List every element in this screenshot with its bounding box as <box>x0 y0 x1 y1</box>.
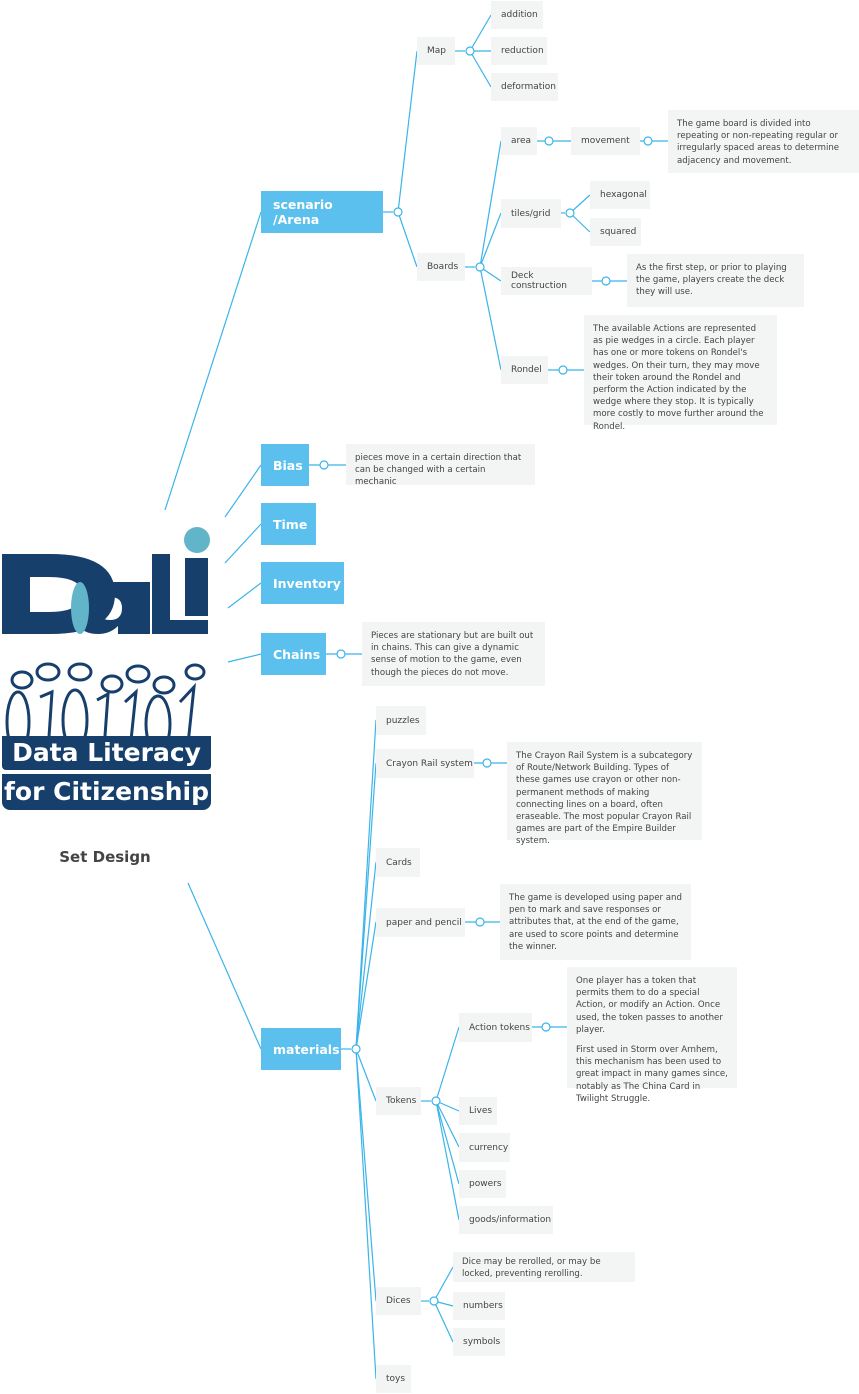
topic-materials[interactable]: materials <box>261 1028 341 1070</box>
node-currency[interactable]: currency <box>459 1133 510 1162</box>
node-symbols[interactable]: symbols <box>453 1328 505 1356</box>
node-squared[interactable]: squared <box>590 218 641 246</box>
dali-logo-mark <box>2 527 210 754</box>
note-action-tokens: One player has a token that permits them… <box>567 967 737 1104</box>
node-numbers[interactable]: numbers <box>453 1292 505 1320</box>
topic-chains[interactable]: Chains <box>261 633 326 675</box>
dali-logo: Data Literacy for Citizenship <box>0 522 215 872</box>
note-chains: Pieces are stationary but are built out … <box>362 622 545 686</box>
note-dices: Dice may be rerolled, or may be locked, … <box>453 1252 635 1282</box>
note-paper-pencil: The game is developed using paper and pe… <box>500 884 691 960</box>
node-tokens[interactable]: Tokens <box>376 1087 421 1115</box>
node-map[interactable]: Map <box>417 37 455 65</box>
node-lives[interactable]: Lives <box>459 1097 497 1125</box>
logo-line-2: for Citizenship <box>2 774 211 810</box>
node-deck-construction[interactable]: Deck construction <box>501 267 592 295</box>
node-boards[interactable]: Boards <box>417 253 465 281</box>
node-puzzles[interactable]: puzzles <box>376 706 426 735</box>
note-bias: pieces move in a certain direction that … <box>346 444 535 487</box>
node-goods-information[interactable]: goods/information <box>459 1206 553 1234</box>
node-reduction[interactable]: reduction <box>491 37 547 65</box>
node-toys[interactable]: toys <box>376 1365 411 1393</box>
topic-scenario-arena[interactable]: scenario /Arena <box>261 191 383 233</box>
branch-nodes <box>319 46 653 1306</box>
note-rondel: The available Actions are represented as… <box>584 315 777 432</box>
note-action-tokens-p1: One player has a token that permits them… <box>576 976 723 1035</box>
node-area[interactable]: area <box>501 127 537 155</box>
node-movement[interactable]: movement <box>571 127 640 155</box>
node-hexagonal[interactable]: hexagonal <box>590 181 650 209</box>
note-crayon-rail: The Crayon Rail System is a subcategory … <box>507 742 702 846</box>
node-rondel[interactable]: Rondel <box>501 356 548 384</box>
topic-time[interactable]: Time <box>261 503 316 545</box>
node-deformation[interactable]: deformation <box>491 73 558 101</box>
node-cards[interactable]: Cards <box>376 848 420 877</box>
logo-line-1: Data Literacy <box>2 736 211 770</box>
topic-inventory[interactable]: Inventory <box>261 562 344 604</box>
node-tiles-grid[interactable]: tiles/grid <box>501 199 561 228</box>
node-addition[interactable]: addition <box>491 1 543 29</box>
node-paper-pencil[interactable]: paper and pencil <box>376 908 465 937</box>
node-crayon-rail[interactable]: Crayon Rail system <box>376 749 474 778</box>
node-action-tokens[interactable]: Action tokens <box>459 1013 532 1042</box>
note-movement: The game board is divided into repeating… <box>668 110 859 173</box>
node-dices[interactable]: Dices <box>376 1287 421 1315</box>
topic-bias[interactable]: Bias <box>261 444 309 486</box>
note-action-tokens-p2: First used in Storm over Arnhem, this me… <box>576 1045 728 1104</box>
map-title: Set Design <box>59 848 151 866</box>
note-deck-construction: As the first step, or prior to playing t… <box>627 254 804 307</box>
node-powers[interactable]: powers <box>459 1170 506 1198</box>
